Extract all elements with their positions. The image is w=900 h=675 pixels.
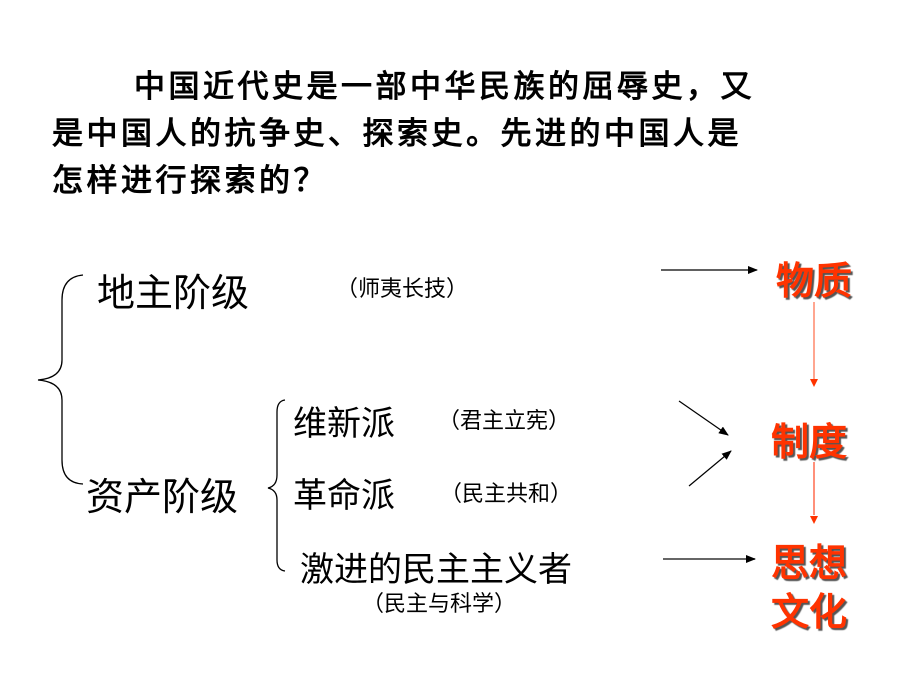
landlord-class-label: 地主阶级 xyxy=(97,271,250,315)
level-material: 物质 xyxy=(776,258,853,303)
faction-reformists-note: （君主立宪） xyxy=(438,409,571,434)
intro-paragraph: 中国近代史是一部中华民族的屈辱史，又 是中国人的抗争史、探索史。先进的中国人是 … xyxy=(52,64,852,205)
landlord-class-note: （师夷长技） xyxy=(336,277,469,302)
faction-radical-democrats: 激进的民主主义者 xyxy=(300,550,572,590)
intro-line-3: 怎样进行探索的？ xyxy=(52,163,328,199)
level-system: 制度 xyxy=(771,419,848,464)
sub-brace xyxy=(267,399,286,572)
main-brace xyxy=(37,274,84,485)
faction-revolutionaries: 革命派 xyxy=(293,476,395,516)
arrow-reform-system xyxy=(678,400,729,436)
level-thought-line-1: 思想 xyxy=(771,540,848,585)
arrow-revolution-system xyxy=(688,450,732,487)
intro-line-2: 是中国人的抗争史、探索史。先进的中国人是 xyxy=(52,116,742,152)
faction-radical-democrats-note: （民主与科学） xyxy=(362,592,517,617)
level-thought-line-2: 文化 xyxy=(771,589,848,634)
intro-line-1: 中国近代史是一部中华民族的屈辱史，又 xyxy=(134,69,755,105)
faction-reformists: 维新派 xyxy=(293,404,395,444)
faction-revolutionaries-note: （民主共和） xyxy=(440,482,573,507)
bourgeois-class-label: 资产阶级 xyxy=(86,475,239,519)
